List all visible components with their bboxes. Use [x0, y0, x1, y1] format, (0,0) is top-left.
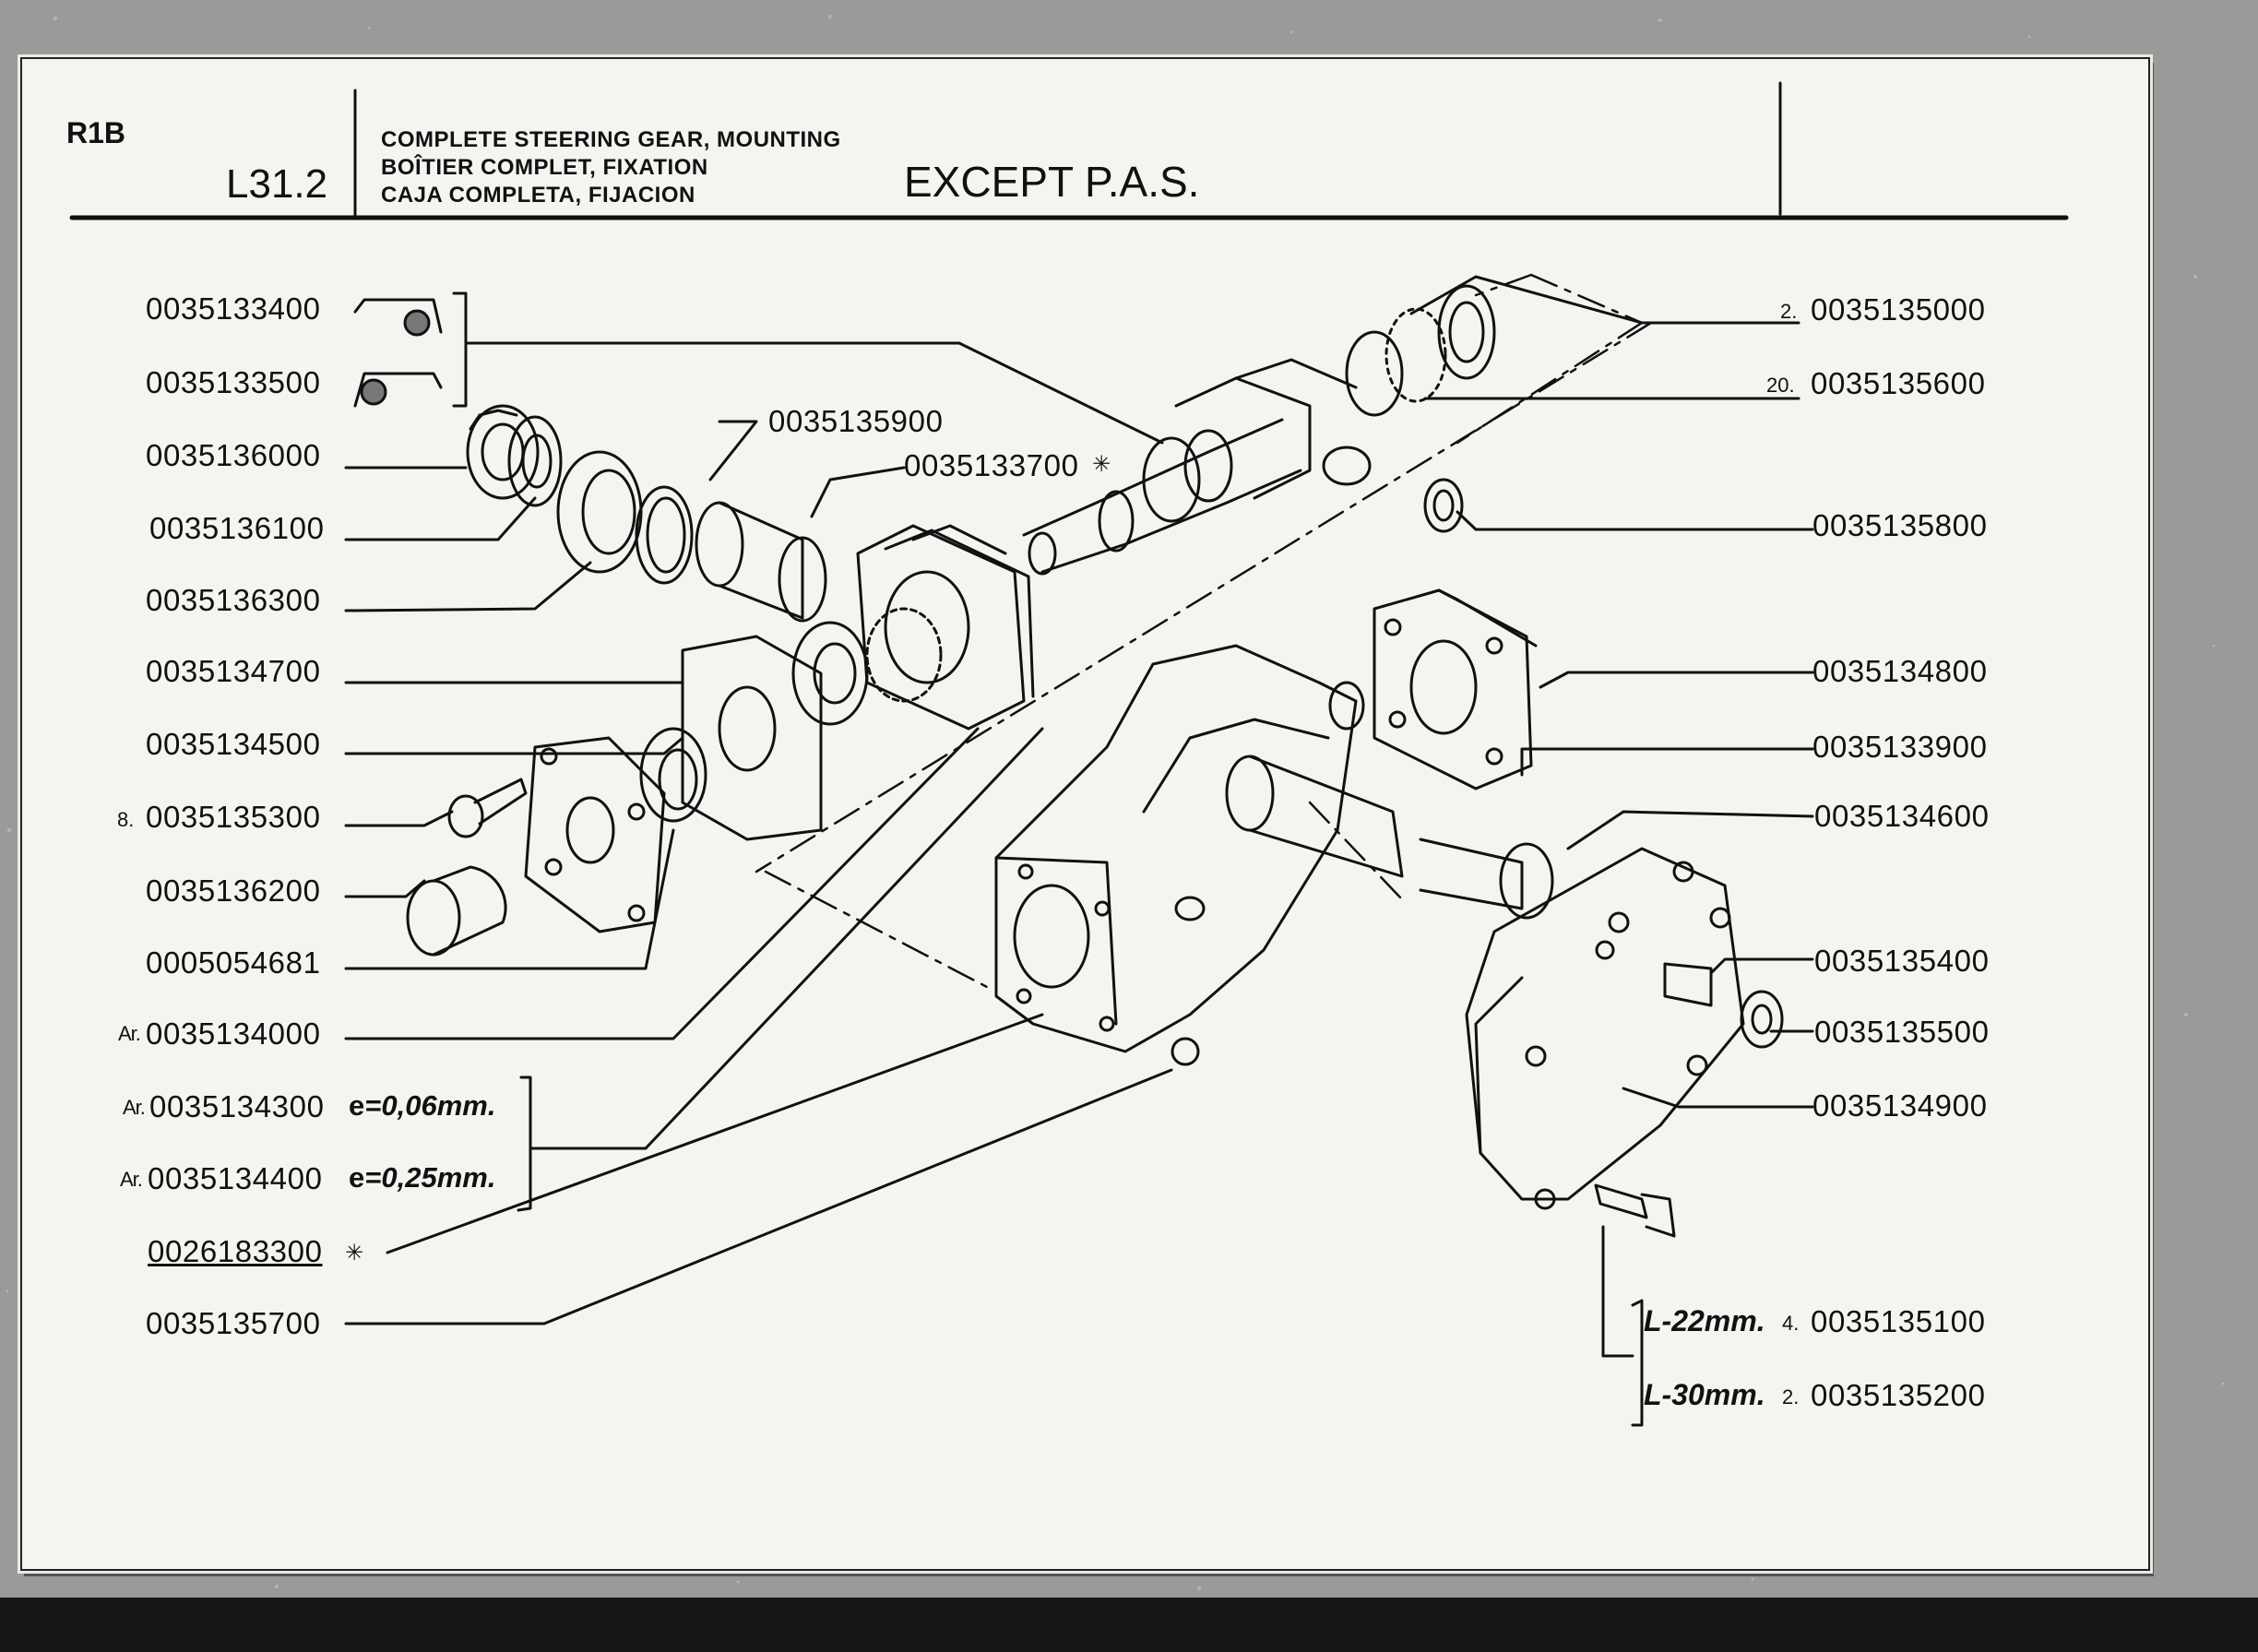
ref-marker: Ar. — [120, 1168, 143, 1191]
housing — [994, 644, 1365, 1066]
part-number: 0035136000 — [146, 438, 321, 472]
stud — [1663, 962, 1713, 1007]
seal-ring — [556, 450, 643, 574]
length-spec: L-22mm. — [1644, 1304, 1765, 1337]
part-number: 0035134700 — [146, 654, 321, 688]
axis-lines — [755, 273, 1653, 989]
nut-part — [466, 404, 540, 500]
ref-marker: Ar. — [123, 1096, 146, 1119]
top-bearing — [1345, 284, 1496, 417]
thickness-spec: e=0,25mm. — [349, 1161, 496, 1194]
part-number: 0035134900 — [1812, 1088, 1988, 1123]
small-ring — [1423, 478, 1464, 533]
part-number: 0035134600 — [1814, 799, 1990, 833]
part-number: 0035136200 — [146, 874, 321, 908]
part-number: 0035133900 — [1812, 730, 1988, 764]
part-number: 0035134000 — [146, 1016, 321, 1051]
thickness-spec: e=0,06mm. — [349, 1089, 496, 1122]
length-spec: L-30mm. — [1644, 1378, 1765, 1411]
quantity: 2. — [1782, 1385, 1800, 1408]
part-number: 0035135000 — [1811, 292, 1986, 327]
part-number: 0035135400 — [1814, 944, 1990, 978]
boot-part — [406, 865, 507, 957]
part-number: 0035135300 — [146, 800, 321, 834]
part-number: 0035134800 — [1812, 654, 1988, 688]
part-number: 0035133700 — [904, 448, 1079, 482]
part-number: 0035133500 — [146, 365, 321, 399]
shim-stack — [856, 524, 1035, 731]
bearing — [791, 607, 943, 726]
quantity: 20. — [1766, 374, 1795, 397]
bracket-upper-left — [452, 291, 1164, 445]
part-number: 0035135800 — [1812, 508, 1988, 542]
hex-nut — [1740, 990, 1784, 1049]
part-number: 0035135900 — [768, 404, 944, 438]
part-number: 0026183300 — [148, 1234, 323, 1268]
part-number: 0035134500 — [146, 727, 321, 761]
part-number: 0035133400 — [146, 291, 321, 326]
sector-shaft — [1225, 755, 1554, 920]
section-number: L31.2 — [226, 161, 328, 207]
part-number: 0035135700 — [146, 1306, 321, 1340]
part-number: 0035135600 — [1811, 366, 1986, 400]
scan-border — [0, 1598, 2258, 1652]
gasket-part — [524, 736, 666, 933]
part-number: 0035135100 — [1811, 1304, 1986, 1338]
sleeve — [695, 501, 827, 623]
small-seal — [639, 727, 707, 823]
catalog-sheet — [20, 57, 2150, 1571]
key-icons — [353, 298, 443, 408]
lock-washer — [507, 415, 563, 507]
title-spanish: CAJA COMPLETA, FIJACION — [381, 183, 695, 208]
leader-lines-left — [344, 275, 1814, 1325]
bracket-shims — [517, 1076, 648, 1212]
asterisk-marker: ✳ — [345, 1241, 364, 1266]
screw — [1594, 1183, 1676, 1238]
catalog-code: R1B — [66, 116, 126, 149]
part-number: 0005054681 — [146, 945, 321, 980]
asterisk-marker: ✳ — [1092, 452, 1111, 477]
part-number: 0035135500 — [1814, 1015, 1990, 1049]
title-english: COMPLETE STEERING GEAR, MOUNTING — [381, 127, 841, 152]
worm-shaft — [1022, 358, 1372, 576]
plate-part — [681, 635, 823, 841]
header-frame — [69, 81, 2069, 220]
bracket-screws — [1601, 1225, 1644, 1427]
ref-marker: Ar. — [118, 1022, 141, 1045]
page-subtitle: EXCEPT P.A.S. — [904, 158, 1200, 206]
part-number: 0035135200 — [1811, 1378, 1986, 1412]
part-number: 0035136100 — [149, 511, 325, 545]
cover-plate — [1373, 588, 1538, 790]
quantity: 2. — [1780, 300, 1798, 323]
part-number: 0035134300 — [149, 1089, 325, 1123]
title-french: BOÎTIER COMPLET, FIXATION — [381, 155, 708, 180]
bolt-part — [447, 778, 528, 838]
quantity: 4. — [1782, 1312, 1800, 1335]
part-number: 0035134400 — [148, 1161, 323, 1195]
quantity: 8. — [117, 808, 135, 831]
side-cover — [1465, 847, 1745, 1210]
part-number: 0035136300 — [146, 583, 321, 617]
o-ring — [635, 485, 694, 585]
